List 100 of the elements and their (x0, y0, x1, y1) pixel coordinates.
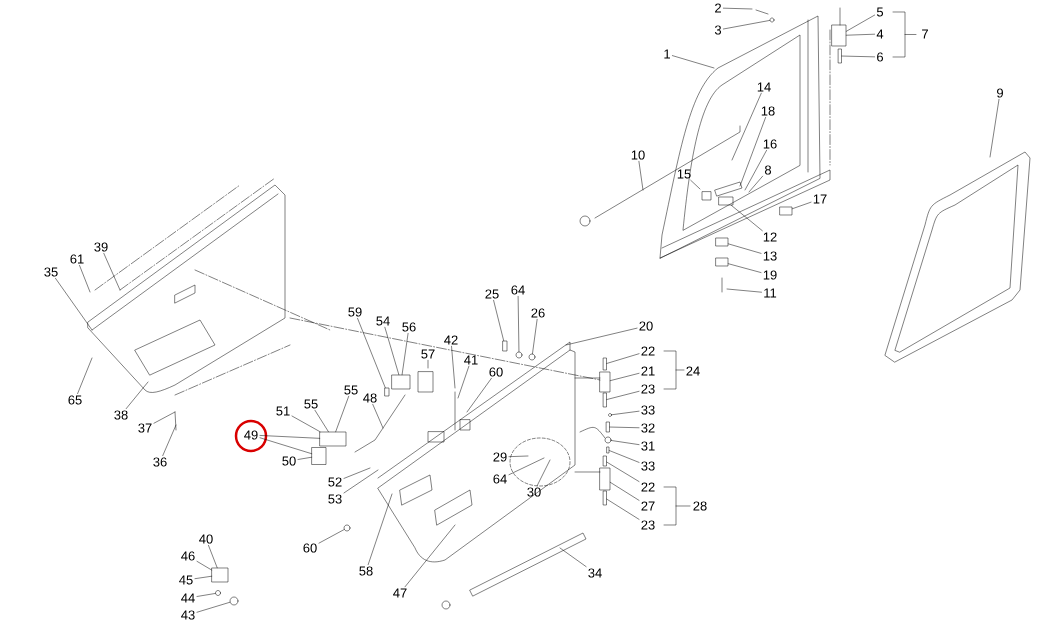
leader-line (451, 346, 456, 389)
callout-number: 34 (588, 568, 602, 578)
leader-line (609, 450, 640, 463)
bolt-part (606, 421, 610, 433)
leader-line (723, 20, 771, 30)
callout-number: 24 (686, 366, 700, 376)
callout-number: 39 (94, 242, 108, 252)
callout-number: 18 (761, 106, 775, 116)
nut-part (229, 596, 239, 606)
leader-line (672, 55, 715, 69)
callout-number: 3 (714, 25, 722, 35)
callout-number: 60 (489, 367, 503, 377)
leader-line (297, 456, 312, 460)
callout-number: 13 (763, 251, 777, 261)
callout-number: 4 (876, 29, 884, 39)
nut-part (608, 413, 612, 417)
callout-number: 29 (493, 452, 507, 462)
callout-number: 64 (511, 285, 525, 295)
callout-number: 25 (485, 289, 499, 299)
leader-line (508, 455, 529, 457)
callout-number: 33 (641, 461, 655, 471)
callout-number: 65 (68, 395, 82, 405)
bolt-part (502, 340, 508, 352)
leader-line (194, 575, 212, 579)
plate-part (715, 237, 729, 247)
bolt-part (603, 392, 607, 408)
leader-line (748, 175, 763, 193)
callout-number: 28 (693, 501, 707, 511)
nut-part (215, 590, 221, 596)
callout-number: 10 (631, 150, 645, 160)
leader-line (606, 498, 640, 520)
leader-line (457, 365, 470, 399)
plate-part (718, 196, 734, 206)
callout-number: 21 (641, 366, 655, 376)
callout-number: 31 (641, 441, 655, 451)
leader-line (196, 593, 216, 597)
leader-line (162, 424, 177, 456)
leader-line (731, 92, 762, 161)
callout-number: 41 (464, 355, 478, 365)
callout-number: 19 (763, 270, 777, 280)
leader-line (314, 410, 329, 432)
leader-line (343, 467, 371, 479)
callout-number: 56 (402, 322, 416, 332)
nut-part (515, 351, 523, 359)
leader-line (609, 426, 640, 428)
leader-line (989, 99, 1000, 158)
leader-line (404, 524, 456, 588)
callout-number: 46 (181, 551, 195, 561)
callout-number: 11 (764, 288, 777, 298)
callout-number: 5 (876, 7, 884, 17)
plate-part (779, 206, 793, 216)
plate-part (311, 447, 327, 465)
leader-line (517, 296, 520, 352)
callout-number: 6 (877, 52, 884, 62)
callout-number: 8 (764, 165, 772, 175)
leader-line (611, 410, 640, 415)
leader-line (196, 561, 212, 571)
leader-line (466, 378, 492, 413)
leader-line (208, 545, 218, 568)
callout-number: 55 (304, 399, 318, 409)
callout-number: 45 (179, 575, 193, 585)
callout-number: 16 (763, 139, 777, 149)
leader-line (610, 440, 640, 445)
callout-number: 61 (70, 254, 84, 264)
callout-number: 1 (664, 49, 670, 59)
leader-line (493, 300, 504, 341)
leader-line (638, 161, 644, 191)
plate-part (211, 567, 229, 583)
callout-number: 38 (114, 410, 128, 420)
callout-number: 26 (531, 308, 545, 318)
callout-number: 12 (763, 232, 777, 242)
leader-line (343, 469, 379, 494)
callout-number: 60 (303, 543, 317, 553)
leader-line (723, 7, 753, 10)
leader-line (846, 14, 875, 32)
callout-number: 22 (641, 482, 655, 492)
plate-part (319, 431, 347, 447)
leader-line (610, 482, 640, 501)
bolt-part (603, 490, 607, 506)
leader-line (153, 411, 176, 424)
callout-number: 52 (328, 477, 342, 487)
callout-number: 2 (715, 3, 721, 13)
leader-line (357, 318, 386, 388)
callout-number: 44 (181, 593, 195, 603)
leader-line (532, 319, 538, 354)
leader-line (610, 373, 640, 381)
leader-line (103, 253, 121, 291)
leader-line (259, 437, 312, 454)
leader-line (125, 381, 149, 409)
leader-line (536, 459, 551, 486)
callout-number: 17 (813, 194, 827, 204)
callout-number: 49 (244, 430, 258, 440)
leader-line (427, 360, 429, 369)
callout-number: 50 (282, 456, 296, 466)
leader-line (259, 435, 320, 439)
leader-line (730, 205, 763, 231)
leader-line (728, 263, 762, 273)
callout-number: 33 (641, 405, 655, 415)
nut-part (343, 524, 351, 532)
leader-line (841, 55, 875, 58)
